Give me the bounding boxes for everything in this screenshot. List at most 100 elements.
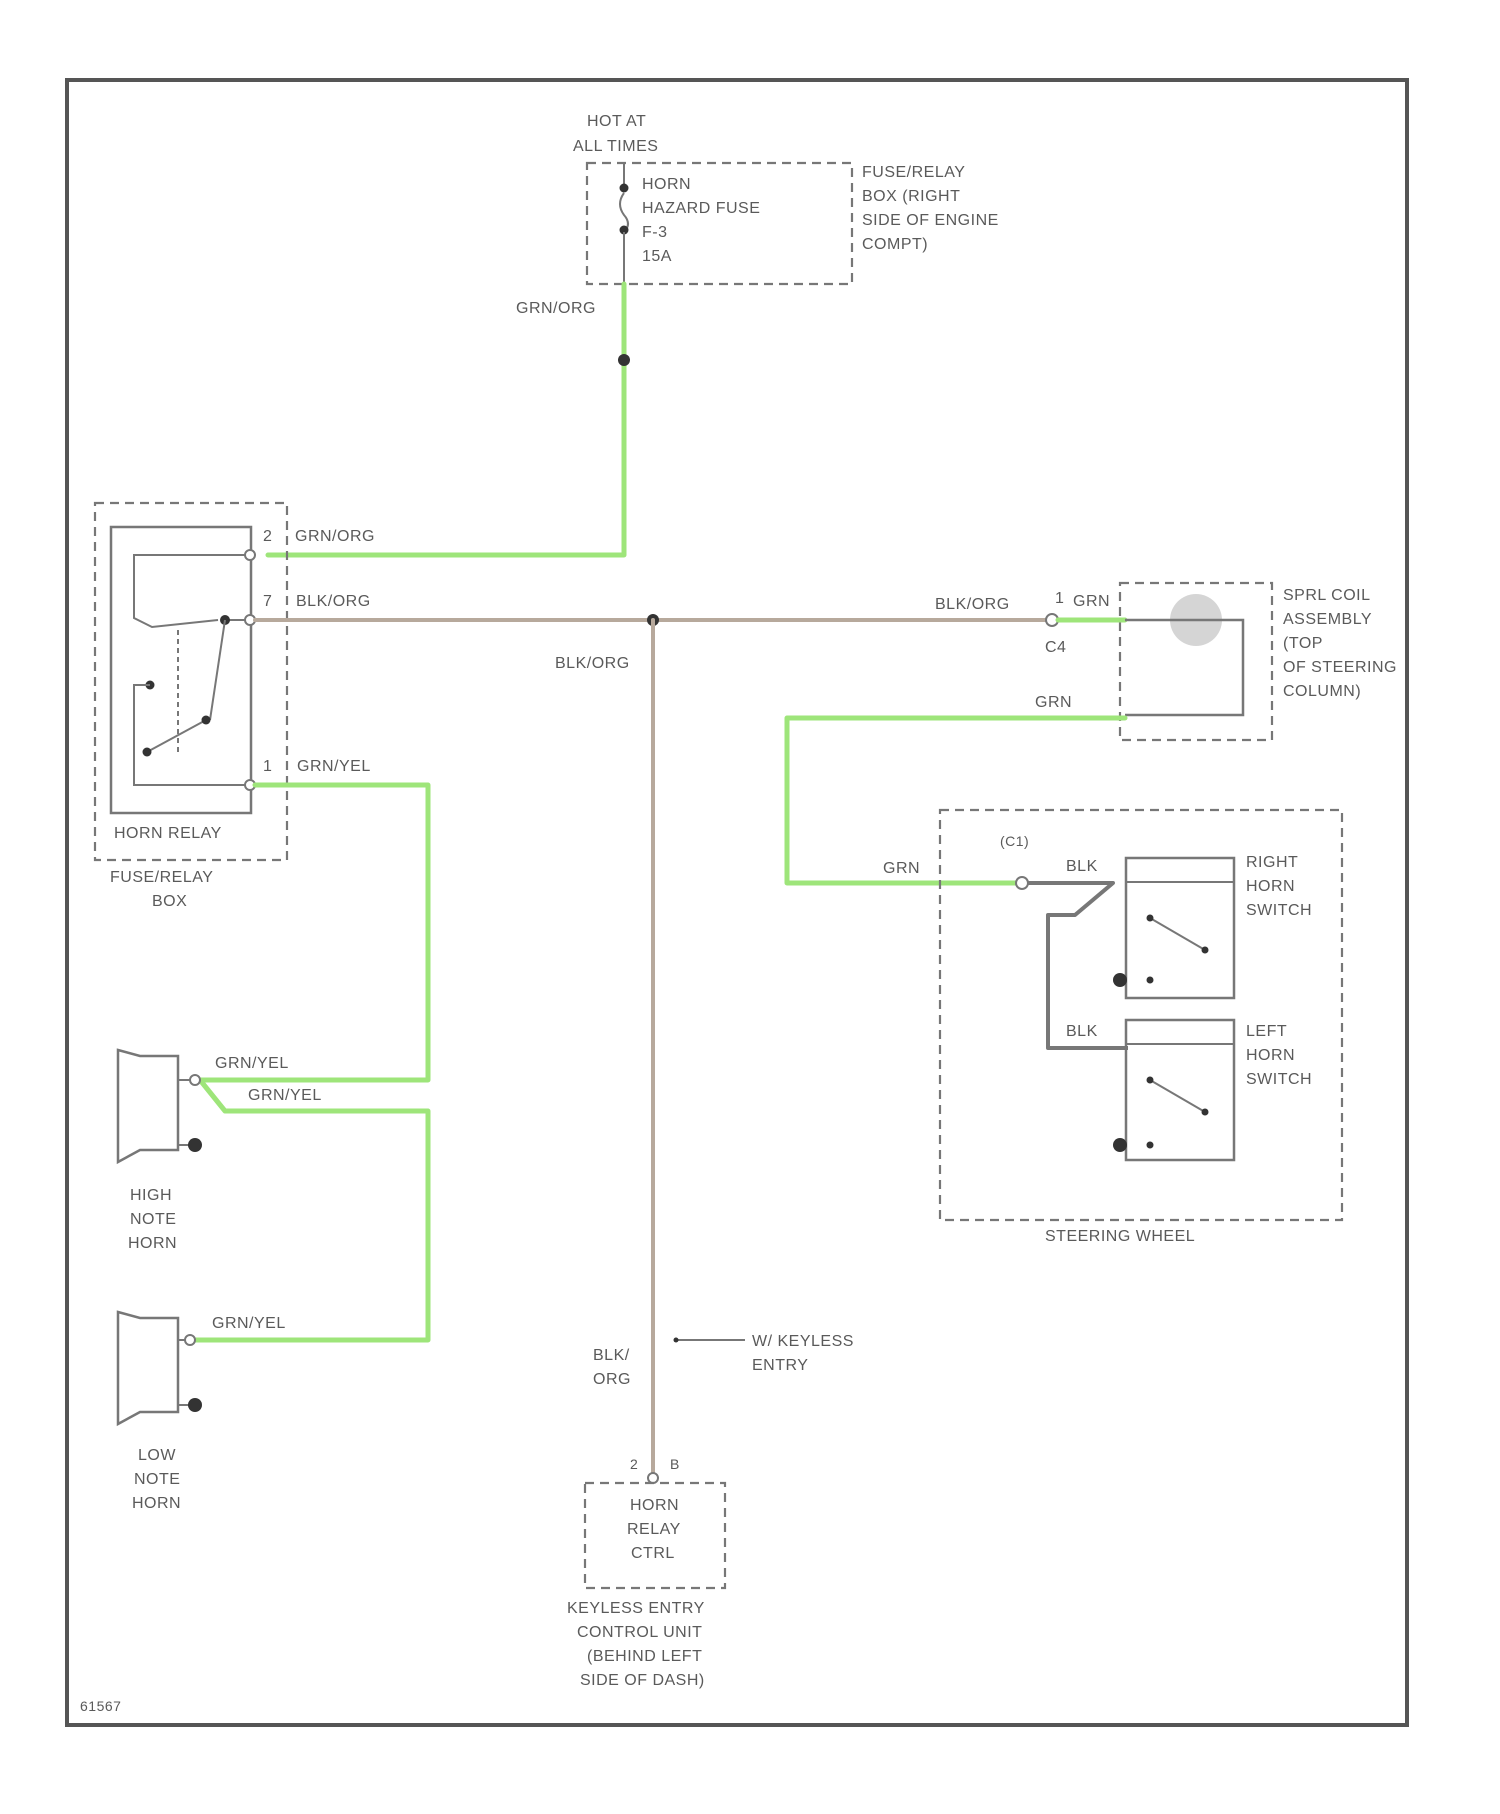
keyless-note-1: W/ KEYLESS — [752, 1333, 854, 1350]
hot-label-line-2: ALL TIMES — [573, 138, 658, 155]
low-horn-ground — [188, 1398, 202, 1412]
grn-yel-label-low: GRN/YEL — [212, 1315, 286, 1332]
low-horn-label-1: LOW — [138, 1447, 176, 1464]
fuse-relay-box-name-1: FUSE/RELAY — [110, 869, 213, 886]
splice-grn-org — [618, 354, 630, 366]
blk-label-right-switch: BLK — [1066, 858, 1098, 875]
left-horn-switch-ground-tip — [1147, 1142, 1154, 1149]
steering-wheel-section: (C1) BLK BLK RIGHT HORN SWITCH LEFT HORN… — [940, 810, 1342, 1245]
blk-org-label-bottom-1: BLK/ — [593, 1347, 630, 1364]
low-note-horn: LOW NOTE HORN — [118, 1312, 202, 1512]
relay-contact-b — [143, 748, 152, 757]
grn-yel-label-high-2: GRN/YEL — [248, 1087, 322, 1104]
right-horn-switch-contact — [1150, 918, 1205, 950]
keyless-connector-terminal — [648, 1473, 658, 1483]
keyless-entry-section: BLK/ ORG W/ KEYLESS ENTRY 2 B HORN RELAY… — [567, 1333, 854, 1689]
high-horn-icon — [118, 1050, 178, 1162]
grn-yel-wire-relay-horns — [200, 785, 428, 1080]
spiral-coil-connector-label: C4 — [1045, 639, 1066, 656]
spiral-coil-name-2: ASSEMBLY — [1283, 611, 1372, 628]
low-horn-icon — [118, 1312, 178, 1424]
high-horn-ground — [188, 1138, 202, 1152]
right-horn-switch-ground-tip — [1147, 977, 1154, 984]
relay-output-path — [134, 685, 246, 785]
blk-org-label-bottom-2: ORG — [593, 1371, 631, 1388]
relay-pin-2-label: 2 — [263, 528, 272, 545]
keyless-unit-label-4: SIDE OF DASH) — [580, 1672, 705, 1689]
relay-pin-2-terminal — [245, 550, 255, 560]
keyless-note-2: ENTRY — [752, 1357, 808, 1374]
fuse-name: HORN — [642, 176, 691, 193]
right-horn-switch-label-1: RIGHT — [1246, 854, 1298, 871]
fuse-type: HAZARD FUSE — [642, 200, 760, 217]
fuse-terminal-top — [620, 184, 629, 193]
grn-yel-wire-horn-link — [190, 1080, 428, 1340]
right-horn-switch-end — [1202, 947, 1209, 954]
steering-wheel-name: STEERING WHEEL — [1045, 1228, 1195, 1245]
fuse-box-section: HOT AT ALL TIMES HORN HAZARD FUSE F-3 15… — [573, 113, 999, 284]
grn-yel-label-relay: GRN/YEL — [297, 758, 371, 775]
keyless-pin-left: 2 — [630, 1456, 638, 1472]
horn-relay-section: 2 7 1 HORN RELAY FUSE/RELAY BOX — [95, 503, 287, 910]
fuse-box-location-3: SIDE OF ENGINE — [862, 212, 999, 229]
left-horn-switch-end — [1202, 1109, 1209, 1116]
left-horn-switch-pivot — [1147, 1077, 1154, 1084]
grn-yel-label-high-1: GRN/YEL — [215, 1055, 289, 1072]
relay-pin-1-label: 1 — [263, 758, 272, 775]
high-note-horn: HIGH NOTE HORN — [118, 1050, 202, 1252]
fuse-number: F-3 — [642, 224, 668, 241]
blk-org-label-relay: BLK/ORG — [296, 593, 371, 610]
blk-org-label-right: BLK/ORG — [935, 596, 1010, 613]
high-horn-inner — [178, 1080, 192, 1145]
keyless-unit-label-3: (BEHIND LEFT — [587, 1648, 702, 1665]
relay-pin-7-label: 7 — [263, 593, 272, 610]
grn-label-coil: GRN — [1073, 593, 1110, 610]
spiral-coil-name-3: (TOP — [1283, 635, 1323, 652]
fuse-relay-box-outline — [95, 503, 287, 860]
left-horn-switch-inner — [1126, 1044, 1234, 1160]
right-horn-switch-outer[interactable] — [1126, 858, 1234, 998]
keyless-ctrl-label-2: RELAY — [627, 1521, 681, 1538]
grn-org-label-relay: GRN/ORG — [295, 528, 375, 545]
blk-label-left-switch: BLK — [1066, 1023, 1098, 1040]
high-horn-label-3: HORN — [128, 1235, 177, 1252]
keyless-note-leader-tip — [674, 1338, 679, 1343]
blk-org-label-vertical: BLK/ORG — [555, 655, 630, 672]
low-horn-label-3: HORN — [132, 1495, 181, 1512]
left-horn-switch-contact — [1150, 1080, 1205, 1112]
right-horn-switch-pivot — [1147, 915, 1154, 922]
hot-label-line-1: HOT AT — [587, 113, 646, 130]
fuse-box-location-1: FUSE/RELAY — [862, 164, 965, 181]
fuse-relay-box-name-2: BOX — [152, 893, 187, 910]
keyless-ctrl-label-3: CTRL — [631, 1545, 675, 1562]
relay-switch-arm — [147, 720, 206, 752]
left-horn-switch-label-1: LEFT — [1246, 1023, 1287, 1040]
grn-org-wire-feed — [268, 284, 624, 555]
right-horn-switch-label-3: SWITCH — [1246, 902, 1312, 919]
steering-wheel-outline — [940, 810, 1342, 1220]
diagram-frame — [67, 80, 1407, 1725]
grn-label-loop: GRN — [1035, 694, 1072, 711]
left-horn-switch-outer[interactable] — [1126, 1020, 1234, 1160]
right-horn-switch-ground — [1113, 973, 1127, 987]
relay-coil-path — [134, 555, 246, 627]
keyless-pin-right: B — [670, 1456, 680, 1472]
left-horn-switch-label-3: SWITCH — [1246, 1071, 1312, 1088]
keyless-ctrl-label-1: HORN — [630, 1497, 679, 1514]
high-horn-label-1: HIGH — [130, 1187, 172, 1204]
fuse-box-outline — [587, 163, 852, 284]
relay-contact-feed — [210, 620, 225, 720]
spiral-coil-pin-1: 1 — [1055, 590, 1064, 607]
right-horn-switch-inner — [1126, 882, 1234, 998]
horn-relay-body — [111, 527, 251, 813]
horn-relay-name: HORN RELAY — [114, 825, 222, 842]
fuse-rating: 15A — [642, 248, 672, 265]
left-horn-switch-ground — [1113, 1138, 1127, 1152]
fuse-box-location-2: BOX (RIGHT — [862, 188, 960, 205]
relay-contact-a — [202, 716, 211, 725]
high-horn-label-2: NOTE — [130, 1211, 176, 1228]
spiral-coil-name-1: SPRL COIL — [1283, 587, 1371, 604]
low-horn-inner — [178, 1340, 190, 1405]
low-horn-terminal — [185, 1335, 195, 1345]
